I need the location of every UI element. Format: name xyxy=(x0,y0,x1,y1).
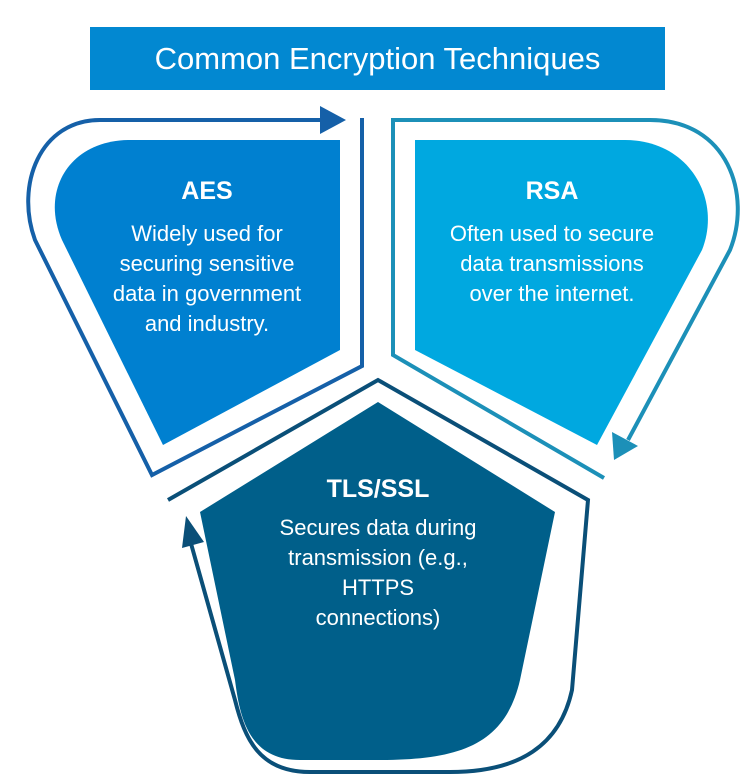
tls-desc-line: transmission (e.g., xyxy=(288,545,468,570)
tls-segment xyxy=(200,402,555,760)
aes-desc-line: Widely used for xyxy=(131,221,283,246)
tls-desc-line: Secures data during xyxy=(280,515,477,540)
arrow-head-icon xyxy=(320,106,346,134)
tls-outline-arrow xyxy=(167,377,591,774)
aes-desc-line: data in government xyxy=(113,281,301,306)
aes-desc-line: and industry. xyxy=(145,311,269,336)
aes-outline-arrow xyxy=(26,118,364,478)
rsa-outline-arrow xyxy=(391,118,740,480)
rsa-desc-line: over the internet. xyxy=(469,281,634,306)
tls-title: TLS/SSL xyxy=(327,475,430,503)
rsa-desc-line: data transmissions xyxy=(460,251,643,276)
rsa-segment xyxy=(415,140,708,445)
aes-title: AES xyxy=(181,177,232,205)
diagram-title: Common Encryption Techniques xyxy=(90,27,665,90)
rsa-title: RSA xyxy=(526,177,579,205)
tls-desc-line: connections) xyxy=(316,605,441,630)
arrow-head-icon xyxy=(612,432,638,460)
rsa-desc-line: Often used to secure xyxy=(450,221,654,246)
aes-segment xyxy=(54,140,341,445)
arrow-head-icon xyxy=(182,516,204,548)
aes-desc-line: securing sensitive xyxy=(120,251,295,276)
tls-desc-line: HTTPS xyxy=(342,575,414,600)
